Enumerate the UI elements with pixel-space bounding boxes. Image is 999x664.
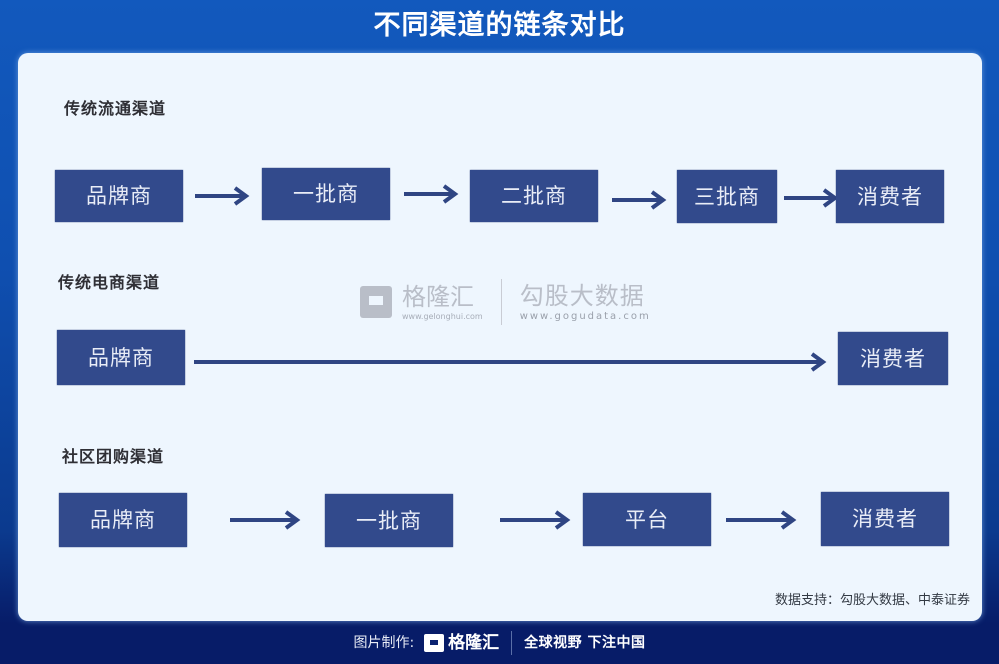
arrow-icon xyxy=(784,188,839,208)
source-note: 数据支持：勾股大数据、中泰证券 xyxy=(774,593,970,608)
arrow-icon xyxy=(726,510,797,530)
section-label-traditional-distribution: 传统流通渠道 xyxy=(64,99,167,118)
node-second-wholesaler: 二批商 xyxy=(470,170,598,222)
section-label-traditional-ecommerce: 传统电商渠道 xyxy=(58,273,161,292)
diagram-card: 传统流通渠道 品牌商 一批商 二批商 三批商 消费者 传统电商渠道 格隆汇 ww… xyxy=(18,53,982,621)
node-consumer: 消费者 xyxy=(838,332,948,385)
footer: 图片制作: 格隆汇 全球视野 下注中国 xyxy=(0,628,999,658)
footer-slogan: 全球视野 下注中国 xyxy=(524,635,646,651)
watermark-gogudata: 勾股大数据 www.gogudata.com xyxy=(520,282,651,323)
watermark-brand-gogudata: 勾股大数据 xyxy=(519,281,645,310)
long-arrow-icon xyxy=(194,352,827,372)
section-label-community-group-buying: 社区团购渠道 xyxy=(62,447,165,466)
node-third-wholesaler: 三批商 xyxy=(677,170,777,223)
arrow-icon xyxy=(230,510,301,530)
gelonghui-logo-icon xyxy=(424,634,445,652)
arrow-icon xyxy=(500,510,571,530)
watermark: 格隆汇 www.gelonghui.com 勾股大数据 www.gogudata… xyxy=(360,279,651,325)
node-first-wholesaler: 一批商 xyxy=(262,168,390,220)
arrow-icon xyxy=(404,184,459,204)
page-title: 不同渠道的链条对比 xyxy=(373,10,626,41)
watermark-url-gelonghui: www.gelonghui.com xyxy=(402,311,483,321)
watermark-divider xyxy=(500,279,502,325)
node-brand: 品牌商 xyxy=(57,330,185,385)
gelonghui-logo-icon xyxy=(360,286,392,318)
node-brand: 品牌商 xyxy=(59,493,187,547)
watermark-url-gogudata: www.gogudata.com xyxy=(519,310,651,322)
footer-logo-name: 格隆汇 xyxy=(448,633,500,653)
arrow-icon xyxy=(195,186,250,206)
node-first-wholesaler: 一批商 xyxy=(325,494,453,547)
node-brand: 品牌商 xyxy=(55,170,183,222)
watermark-brand-gelonghui: 格隆汇 xyxy=(402,282,474,311)
node-consumer: 消费者 xyxy=(836,170,944,223)
footer-credit-label: 图片制作: xyxy=(353,635,415,651)
footer-divider xyxy=(511,631,513,655)
arrow-icon xyxy=(612,190,667,210)
node-platform: 平台 xyxy=(583,493,711,546)
watermark-gelonghui: 格隆汇 www.gelonghui.com xyxy=(402,283,483,322)
node-consumer: 消费者 xyxy=(821,492,949,546)
